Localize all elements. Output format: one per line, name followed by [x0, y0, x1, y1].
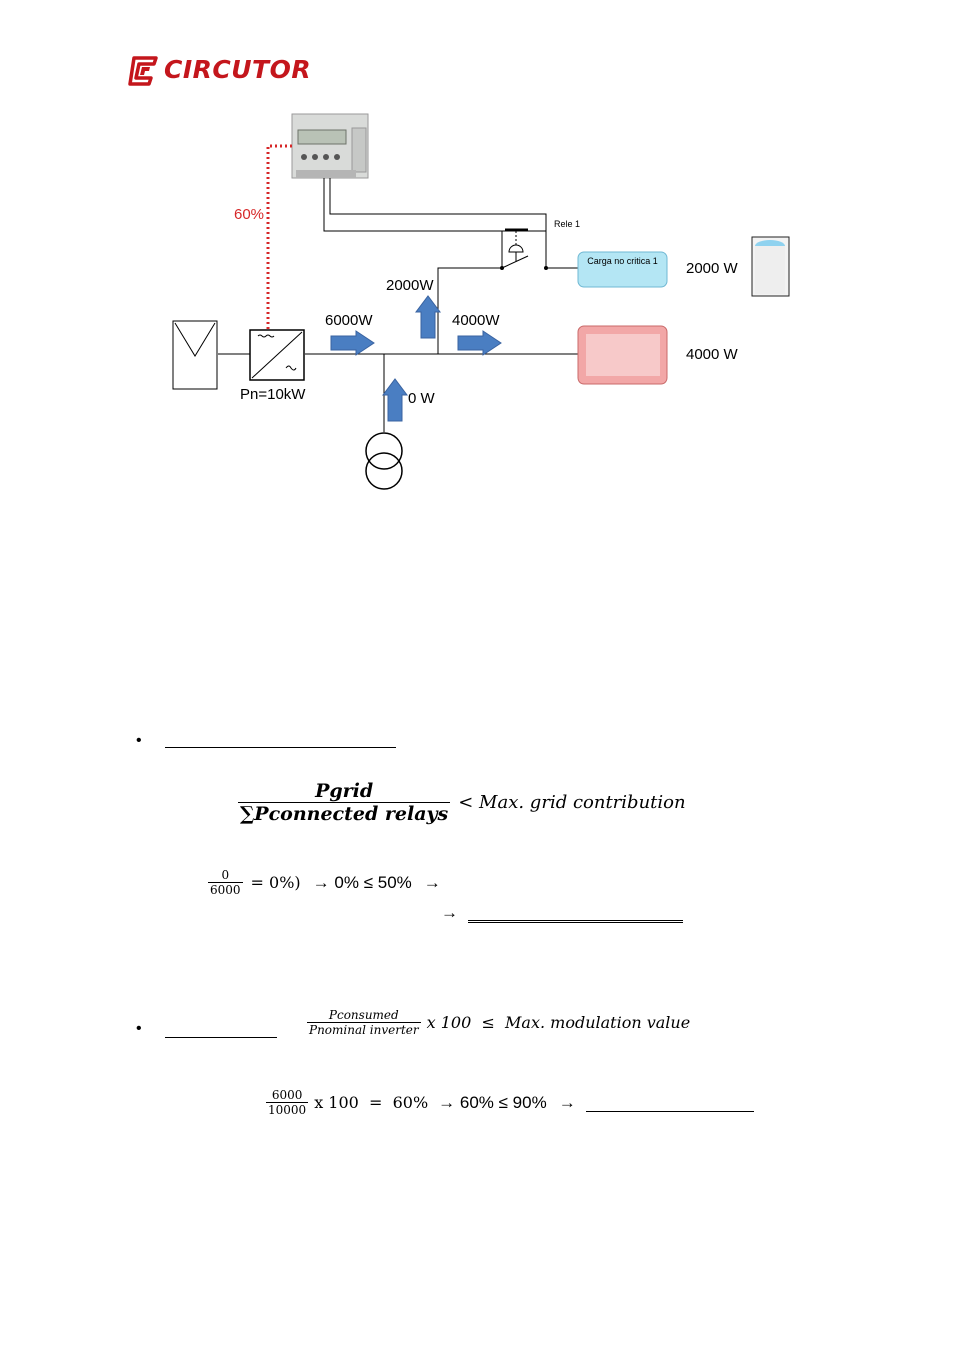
calc-fraction-2: 6000 10000: [266, 1088, 309, 1117]
mod-rhs: x 100 ≤ Max. modulation value: [426, 1013, 691, 1032]
calc-arrow-1: → 0% ≤ 50%: [312, 872, 412, 892]
bullet-2: •: [136, 1020, 142, 1037]
blank-line-2: [165, 1037, 277, 1038]
calc-arrow-3: →: [441, 903, 458, 922]
flow-arrow-up-icon: [415, 295, 441, 339]
calc-mid: x 100 = 60%: [314, 1093, 429, 1112]
formula-fraction: Pgrid ∑Pconnected relays: [238, 779, 451, 825]
calc-arrow-5: →: [558, 1092, 576, 1112]
formula-grid-ratio: Pgrid ∑Pconnected relays < Max. grid con…: [238, 772, 686, 832]
transformer-icon: [365, 432, 403, 490]
flow-branch-up: 2000W: [386, 277, 434, 294]
calc-line-1: 0 6000 = 0%) → 0% ≤ 50% →: [208, 868, 441, 897]
blank-line-3: [585, 1093, 754, 1112]
formula-denominator: ∑Pconnected relays: [238, 801, 451, 825]
formula-modulation: Pconsumed Pnominal inverter x 100 ≤ Max.…: [307, 1008, 690, 1037]
section2: • Pconsumed Pnominal inverter x 100 ≤ Ma…: [0, 1000, 954, 1140]
meter-device-icon: [291, 113, 369, 179]
calc-line-3: 6000 10000 x 100 = 60% → 60% ≤ 90% →: [266, 1088, 754, 1117]
pv-panel-icon: [172, 320, 218, 390]
inverter-label: Pn=10kW: [240, 386, 306, 403]
mod-fraction: Pconsumed Pnominal inverter: [307, 1008, 421, 1037]
brand-name: CIRCUTOR: [164, 55, 312, 84]
brand-logo: CIRCUTOR: [128, 52, 312, 88]
relay-label: Rele 1: [554, 219, 581, 229]
water-heater-icon: [751, 236, 790, 297]
flow-to-load2: 4000W: [452, 312, 500, 329]
flow-grid: 0 W: [408, 390, 435, 407]
flow-arrow-up-icon: [382, 378, 408, 422]
formula-numerator: Pgrid: [315, 779, 374, 802]
load1-power: 2000 W: [686, 260, 738, 277]
dotted-link-percent: 60%: [234, 206, 265, 223]
wiring-diagram: 60% Rele 1 Carga no critica 1 2000 W 400…: [0, 0, 954, 520]
calc-line-2: →: [441, 902, 683, 923]
load1-label: Carga no critica 1: [587, 256, 658, 266]
flow-arrow-right-icon: [457, 330, 502, 356]
load1-box-label: Carga no critica 1: [578, 255, 667, 268]
circutor-logo-icon: [128, 56, 158, 86]
load2-power: 4000 W: [686, 346, 738, 363]
calc-arrow-2: →: [423, 872, 441, 892]
bullet-1: •: [136, 732, 142, 749]
flow-inverter: 6000W: [325, 312, 373, 329]
calc-rest: = 0%): [250, 873, 301, 892]
blank-line: [165, 747, 396, 748]
formula-rhs: < Max. grid contribution: [458, 791, 686, 813]
diagram-lines: [172, 113, 790, 490]
calc-fraction: 0 6000: [208, 868, 243, 897]
calc-arrow-4: → 60% ≤ 90%: [438, 1092, 547, 1112]
flow-arrow-right-icon: [330, 330, 375, 356]
section1: • Pgrid ∑Pconnected relays < Max. grid c…: [0, 720, 954, 940]
inverter-icon: [249, 329, 305, 381]
blank-double-line: [468, 902, 683, 923]
